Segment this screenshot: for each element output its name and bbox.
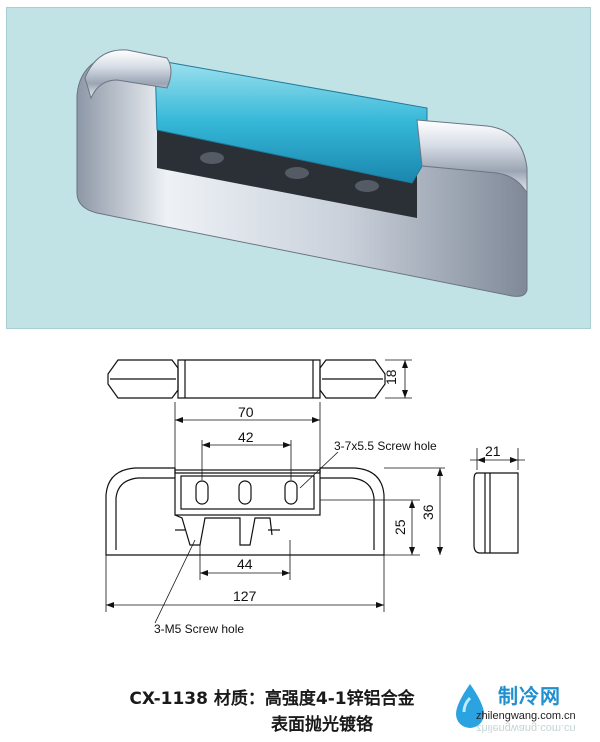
caption-material: CX-1138 材质：高强度4-1锌铝合金 <box>129 689 415 709</box>
dim-label-42: 42 <box>238 429 254 445</box>
product-photo-panel <box>6 7 591 329</box>
watermark-logo: 制冷网 zhilengwang.com.cn zhilengwang.com.c… <box>448 670 598 740</box>
watermark-url-reflection: zhilengwang.com.cn <box>476 722 576 734</box>
note-screw-hole: 3-7x5.5 Screw hole <box>334 439 437 453</box>
watermark-url: zhilengwang.com.cn <box>476 710 576 722</box>
technical-drawing: 18 70 42 3-7x5.5 Screw hole 25 36 21 44 … <box>105 359 525 636</box>
dim-label-127: 127 <box>233 588 257 604</box>
dim-label-36: 36 <box>420 504 436 520</box>
dim-label-21: 21 <box>485 443 501 459</box>
dim-label-18: 18 <box>383 369 399 385</box>
dim-label-70: 70 <box>238 404 254 420</box>
hinge-product-image <box>76 49 528 297</box>
water-drop-icon <box>456 684 484 728</box>
caption-finish: 表面抛光镀铬 <box>271 715 373 735</box>
dim-label-25: 25 <box>392 519 408 535</box>
watermark-title: 制冷网 <box>498 684 561 708</box>
note-m5-hole: 3-M5 Screw hole <box>154 622 244 636</box>
dim-label-44: 44 <box>237 556 253 572</box>
